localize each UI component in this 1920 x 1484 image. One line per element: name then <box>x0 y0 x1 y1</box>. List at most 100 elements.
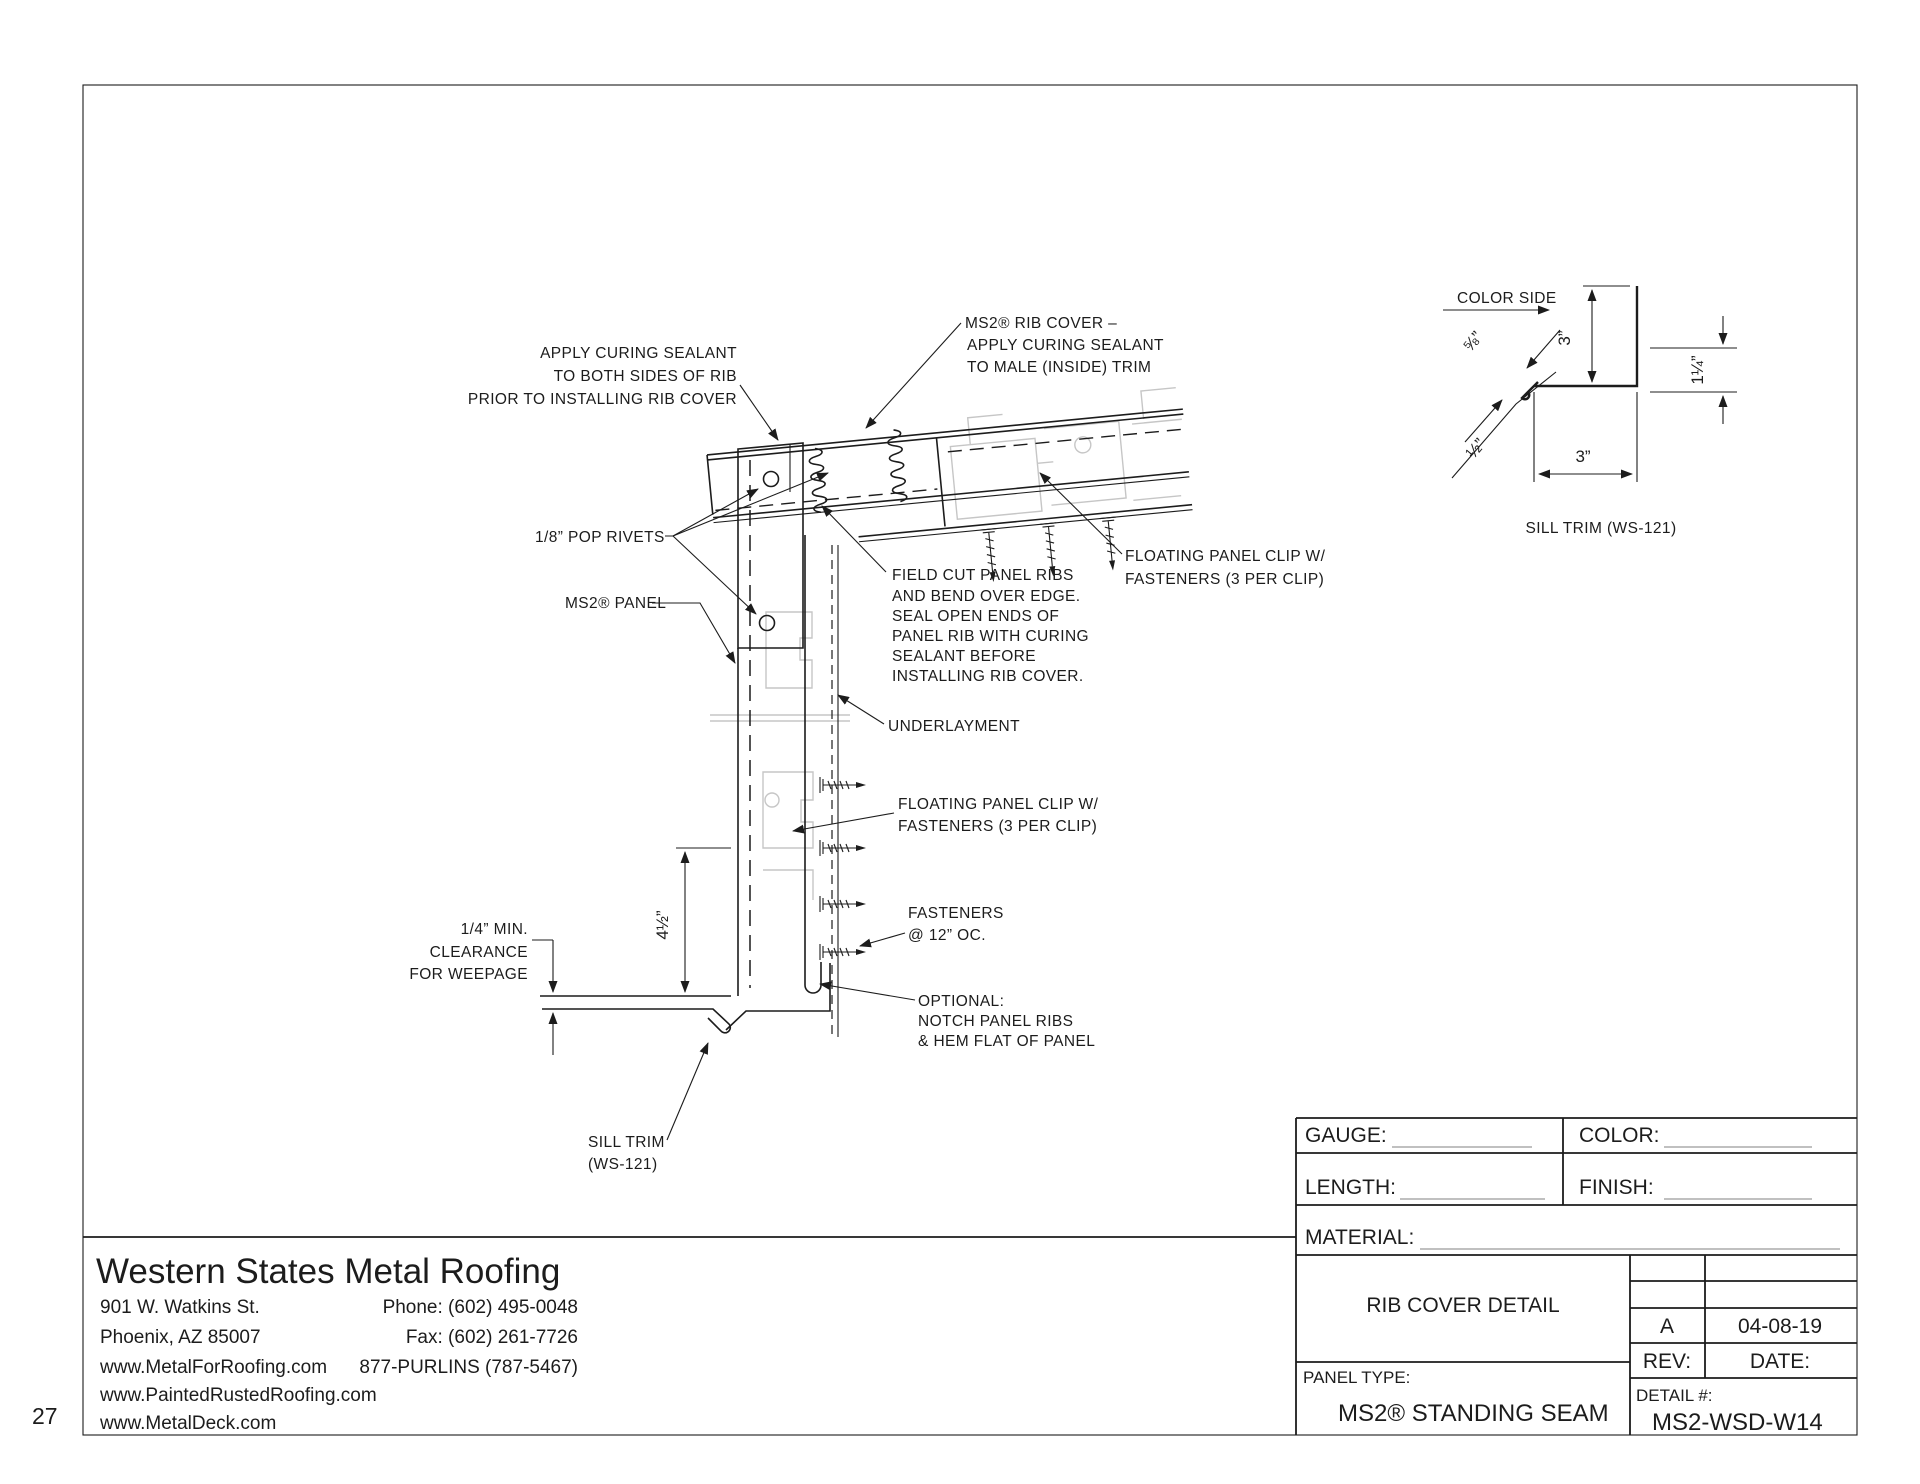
callout-line: FLOATING PANEL CLIP W/ <box>898 796 1099 813</box>
leader-optional <box>819 981 916 1001</box>
sheet-border <box>82 84 1858 1436</box>
leader-fasteners <box>859 932 906 948</box>
callout-line: PANEL RIB WITH CURING <box>892 628 1089 645</box>
callout-line: SEALANT BEFORE <box>892 648 1036 665</box>
rib-cover-right-edge <box>935 437 946 527</box>
callout-line: TO MALE (INSIDE) TRIM <box>967 359 1151 376</box>
roof-panel-bottom <box>858 503 1193 538</box>
rib-cover-top-line <box>706 408 1183 456</box>
callout-clearance: 1/4” MIN. CLEARANCE FOR WEEPAGE <box>409 921 528 983</box>
callout-sealant-rib: APPLY CURING SEALANT TO BOTH SIDES OF RI… <box>468 345 737 408</box>
callout-underlayment: UNDERLAYMENT <box>888 718 1020 735</box>
length-label: LENGTH: <box>1305 1176 1396 1199</box>
leader-sill-trim <box>666 1042 709 1141</box>
callout-line: PRIOR TO INSTALLING RIB COVER <box>468 391 737 408</box>
leader-floating-clip-lower <box>792 812 895 834</box>
company-phone: Phone: (602) 495-0048 <box>383 1297 578 1318</box>
callout-line: OPTIONAL: <box>918 993 1004 1010</box>
trim-profile <box>1520 286 1639 401</box>
company-url3: www.MetalDeck.com <box>99 1413 276 1434</box>
dim-12-line <box>1451 371 1557 479</box>
callout-line: FIELD CUT PANEL RIBS <box>892 567 1074 584</box>
callout-line: APPLY CURING SEALANT <box>540 345 737 362</box>
dim-58-arrow-1 <box>1526 329 1561 369</box>
callout-line: FASTENERS <box>908 905 1004 922</box>
company-fax: Fax: (602) 261-7726 <box>406 1327 578 1348</box>
callout-line: TO BOTH SIDES OF RIB <box>554 368 737 385</box>
company-url1: www.MetalForRoofing.com <box>99 1357 327 1378</box>
callout-line: INSTALLING RIB COVER. <box>892 668 1084 685</box>
callout-line: & HEM FLAT OF PANEL <box>918 1033 1095 1050</box>
callout-line: CLEARANCE <box>430 944 528 961</box>
callout-line: FLOATING PANEL CLIP W/ <box>1125 548 1326 565</box>
callout-sill-trim: SILL TRIM (WS-121) <box>588 1134 665 1173</box>
date-value: 04-08-19 <box>1738 1315 1822 1338</box>
dim-3h-label: 3” <box>1575 447 1590 466</box>
leader-pop-rivet-2 <box>672 535 757 615</box>
callout-line: FASTENERS (3 PER CLIP) <box>1125 571 1324 588</box>
dim-4half-label: 4½” <box>653 910 672 940</box>
ghost-panel-clip-roof-2 <box>1044 386 1182 506</box>
dim-58-label: ⅝” <box>1459 328 1487 356</box>
rev-value: A <box>1660 1315 1674 1338</box>
callout-line: FASTENERS (3 PER CLIP) <box>898 818 1097 835</box>
callout-fasteners: FASTENERS @ 12” OC. <box>908 905 1004 944</box>
ghost-clip-hole <box>1074 436 1092 454</box>
sealant-coil-right <box>887 429 908 503</box>
material-label: MATERIAL: <box>1305 1226 1414 1249</box>
drawing-title: RIB COVER DETAIL <box>1366 1294 1559 1317</box>
callout-line: FOR WEEPAGE <box>409 966 528 983</box>
rib-cover-left-edge <box>706 454 714 515</box>
callout-floating-clip-upper: FLOATING PANEL CLIP W/ FASTENERS (3 PER … <box>1125 548 1326 588</box>
detail-number-label: DETAIL #: <box>1636 1386 1713 1405</box>
page-number: 27 <box>32 1403 58 1429</box>
leader-pop-rivet-3 <box>672 472 829 537</box>
title-block: GAUGE: COLOR: LENGTH: FINISH: MATERIAL: … <box>83 1117 1857 1436</box>
callout-ms2-panel: MS2® PANEL <box>565 595 666 612</box>
eave-cap-plate <box>737 442 804 649</box>
callout-line: AND BEND OVER EDGE. <box>892 588 1080 605</box>
company-address1: 901 W. Watkins St. <box>100 1297 260 1318</box>
pop-rivet-bottom <box>758 614 776 632</box>
leader-underlayment <box>837 694 885 725</box>
roof-panel-surface <box>713 471 1189 519</box>
detail-number-value: MS2-WSD-W14 <box>1652 1409 1823 1436</box>
callout-line: (WS-121) <box>588 1156 658 1173</box>
gauge-label: GAUGE: <box>1305 1124 1387 1147</box>
color-side-label: COLOR SIDE <box>1457 290 1557 307</box>
callout-field-cut: FIELD CUT PANEL RIBS AND BEND OVER EDGE.… <box>892 567 1089 685</box>
leader-sealant-rib <box>739 384 779 441</box>
company-name: Western States Metal Roofing <box>96 1252 560 1291</box>
ghost-panel-clip-wall-1 <box>765 611 813 689</box>
dim-3v-label: 3” <box>1555 330 1574 345</box>
wall-panel-inner-hem <box>804 535 822 994</box>
panel-type-value: MS2® STANDING SEAM <box>1338 1400 1609 1427</box>
callout-line: SILL TRIM <box>588 1134 665 1151</box>
ghost-clip-hole-wall <box>764 792 780 808</box>
callout-rib-cover: MS2® RIB COVER – APPLY CURING SEALANT TO… <box>965 315 1164 376</box>
leader-rib-cover <box>865 322 962 429</box>
callout-line: NOTCH PANEL RIBS <box>918 1013 1073 1030</box>
ghost-rib-lines <box>710 714 850 722</box>
company-address2: Phoenix, AZ 85007 <box>100 1327 261 1348</box>
leader-ms2-panel <box>652 602 736 664</box>
company-url2: www.PaintedRustedRoofing.com <box>99 1385 377 1406</box>
callout-optional: OPTIONAL: NOTCH PANEL RIBS & HEM FLAT OF… <box>918 993 1095 1050</box>
company-block: Western States Metal Roofing 901 W. Watk… <box>96 1252 578 1434</box>
rev-label: REV: <box>1643 1350 1691 1373</box>
roof-panel-bottom-2 <box>859 509 1193 543</box>
roof-assembly <box>706 386 1193 583</box>
callout-line: MS2® RIB COVER – <box>965 315 1117 332</box>
trim-detail-label: SILL TRIM (WS-121) <box>1525 520 1676 537</box>
callout-pop-rivets: 1/8” POP RIVETS <box>535 529 665 546</box>
rib-cover-top-line-2 <box>707 413 1184 461</box>
roof-panel-surface-2 <box>713 476 1190 524</box>
callout-line: APPLY CURING SEALANT <box>967 337 1164 354</box>
dim-58-arrow-2 <box>1464 399 1503 443</box>
sill-trim-return-leg <box>725 963 831 1031</box>
callout-line: SEAL OPEN ENDS OF <box>892 608 1059 625</box>
leader-pop-rivet-1 <box>665 489 758 537</box>
panel-type-label: PANEL TYPE: <box>1303 1368 1410 1387</box>
